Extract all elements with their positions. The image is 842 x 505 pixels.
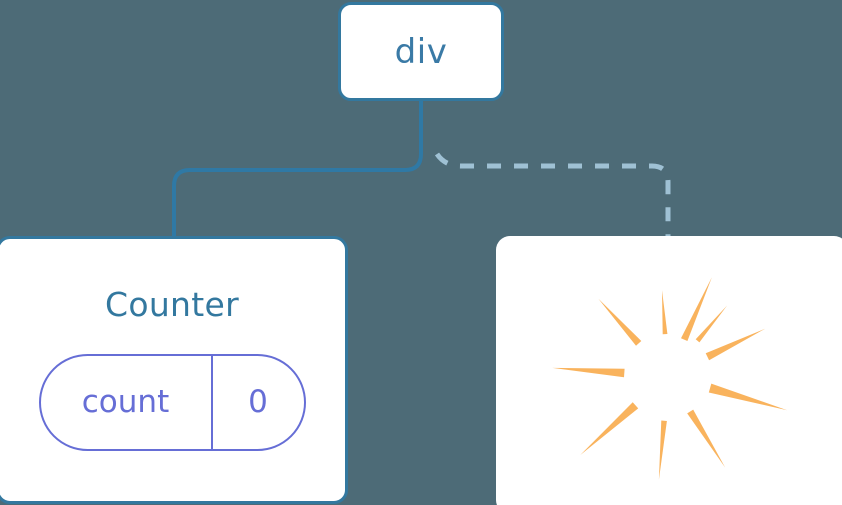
node-counter-title: Counter	[105, 285, 239, 324]
burst-icon	[552, 277, 788, 480]
burst-ray-5	[658, 420, 667, 480]
burst-ray-3	[552, 367, 625, 378]
burst-ray-9	[695, 305, 728, 343]
burst-ray-6	[687, 409, 726, 468]
edge-root-burst	[434, 152, 671, 236]
burst-ray-8	[705, 328, 766, 361]
edge-root-counter	[172, 99, 423, 238]
burst-ray-4	[580, 402, 639, 455]
node-counter[interactable]: Counter count 0	[0, 236, 348, 504]
burst-ray-1	[662, 290, 668, 335]
state-value: 0	[248, 384, 268, 420]
node-div-label: div	[394, 31, 448, 72]
burst-ray-7	[708, 383, 788, 411]
node-burst-panel[interactable]	[496, 236, 842, 505]
burst-ray-0	[681, 277, 712, 341]
state-pill[interactable]: count 0	[38, 354, 306, 451]
burst-ray-2	[598, 298, 642, 346]
node-div[interactable]: div	[338, 2, 504, 101]
state-key: count	[41, 356, 213, 449]
